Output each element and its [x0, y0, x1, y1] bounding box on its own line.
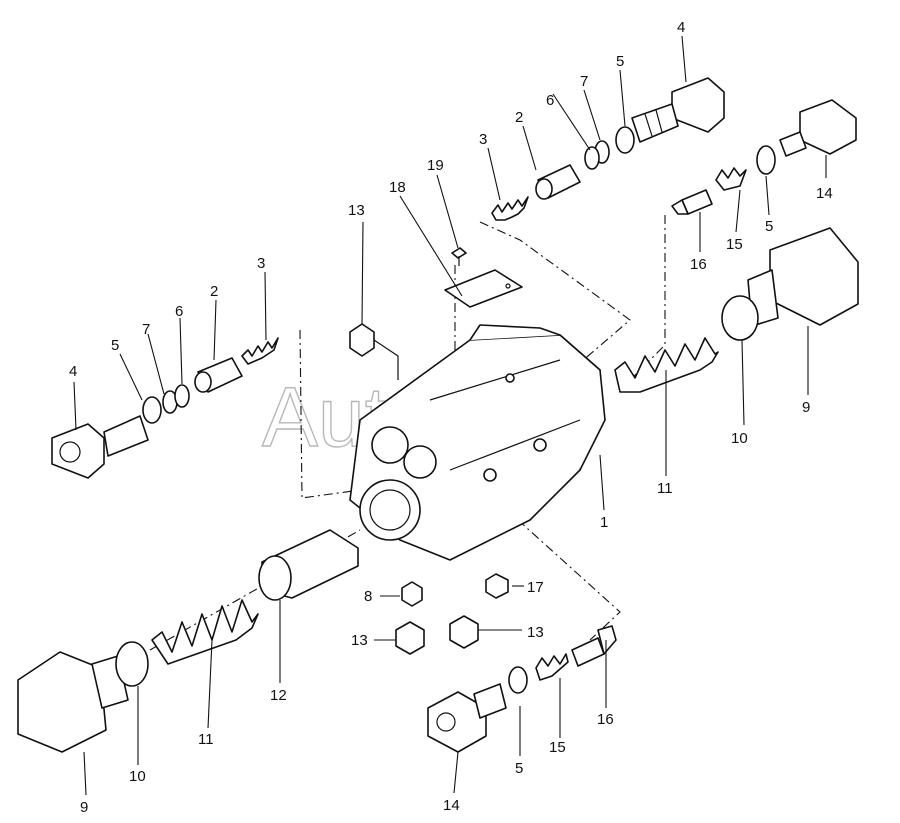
cap-right	[747, 227, 859, 327]
plug-13-lower-right	[449, 615, 479, 649]
callout-18: 18	[389, 179, 406, 196]
plug-upper-right-14	[779, 99, 857, 157]
spring-lower-right-15	[535, 653, 569, 681]
valve-body	[349, 324, 606, 561]
callout-6-left: 6	[175, 303, 183, 320]
callout-14-upper: 14	[816, 185, 833, 202]
leader-lines	[73, 35, 827, 796]
callout-13-lower-right: 13	[527, 624, 544, 641]
plug-13-lower-left	[395, 621, 425, 655]
o-ring-lower-right-5	[508, 666, 528, 694]
callout-9-right: 9	[802, 399, 810, 416]
callout-1: 1	[600, 514, 608, 531]
poppet-upper-right-16	[671, 189, 713, 215]
spring-upper-right	[491, 196, 529, 221]
callout-labels: 1 2 2 3 3 4 4 5 5 5 5 6 6 7 7 8 9 9 10 1…	[69, 19, 833, 816]
poppet-lower-right-16	[571, 625, 617, 667]
seal-right	[721, 295, 759, 341]
callout-11-lower: 11	[198, 731, 214, 748]
plug-upper-right	[631, 77, 725, 143]
callout-8: 8	[364, 588, 372, 605]
o-ring-upper-right-5	[756, 145, 776, 175]
callout-6-upper: 6	[546, 92, 554, 109]
callout-12: 12	[270, 687, 287, 704]
callout-16-upper: 16	[690, 256, 707, 273]
plug-lower-right-14	[427, 683, 507, 753]
callout-14-lower: 14	[443, 797, 460, 814]
spool-left	[194, 357, 243, 393]
plug-left	[51, 415, 149, 479]
callout-11-right: 11	[657, 480, 673, 497]
callout-13-lower-left: 13	[351, 632, 368, 649]
cap-lower-left	[17, 651, 129, 753]
callout-17: 17	[527, 579, 544, 596]
callout-16-lower: 16	[597, 711, 614, 728]
callout-10-right: 10	[731, 430, 748, 447]
rivet	[451, 247, 467, 266]
callout-13-upper: 13	[348, 202, 365, 219]
callout-4-left: 4	[69, 363, 77, 380]
callout-7-upper: 7	[580, 73, 588, 90]
callout-15-upper: 15	[726, 236, 743, 253]
piston-lower-left	[258, 529, 359, 601]
callout-7-left: 7	[142, 321, 150, 338]
callout-4-upper: 4	[677, 19, 685, 36]
callout-10-lower: 10	[129, 768, 146, 785]
callout-19: 19	[427, 157, 444, 174]
callout-3-left: 3	[257, 255, 265, 272]
spring-left	[241, 337, 279, 365]
spring-right	[614, 337, 719, 393]
name-plate	[444, 269, 523, 308]
callout-2-left: 2	[210, 283, 218, 300]
o-ring-left	[142, 396, 162, 424]
plug-8	[401, 581, 423, 607]
callout-5-upper-right: 5	[765, 218, 773, 235]
backup-ring-upper-right-6	[584, 146, 600, 170]
callout-5-lower: 5	[515, 760, 523, 777]
callout-5-upper: 5	[616, 53, 624, 70]
callout-2-upper: 2	[515, 109, 523, 126]
callout-3-upper: 3	[479, 131, 487, 148]
o-ring-upper-right	[615, 126, 635, 154]
spring-upper-right-15	[715, 167, 747, 191]
spring-lower-left	[151, 599, 259, 665]
seal-lower-left	[115, 641, 149, 687]
callout-9-lower: 9	[80, 799, 88, 816]
callout-15-lower: 15	[549, 739, 566, 756]
callout-5-left: 5	[111, 337, 119, 354]
spool-upper-right	[535, 164, 581, 200]
plug-17	[485, 573, 509, 599]
backup-ring-left-6	[174, 384, 190, 408]
